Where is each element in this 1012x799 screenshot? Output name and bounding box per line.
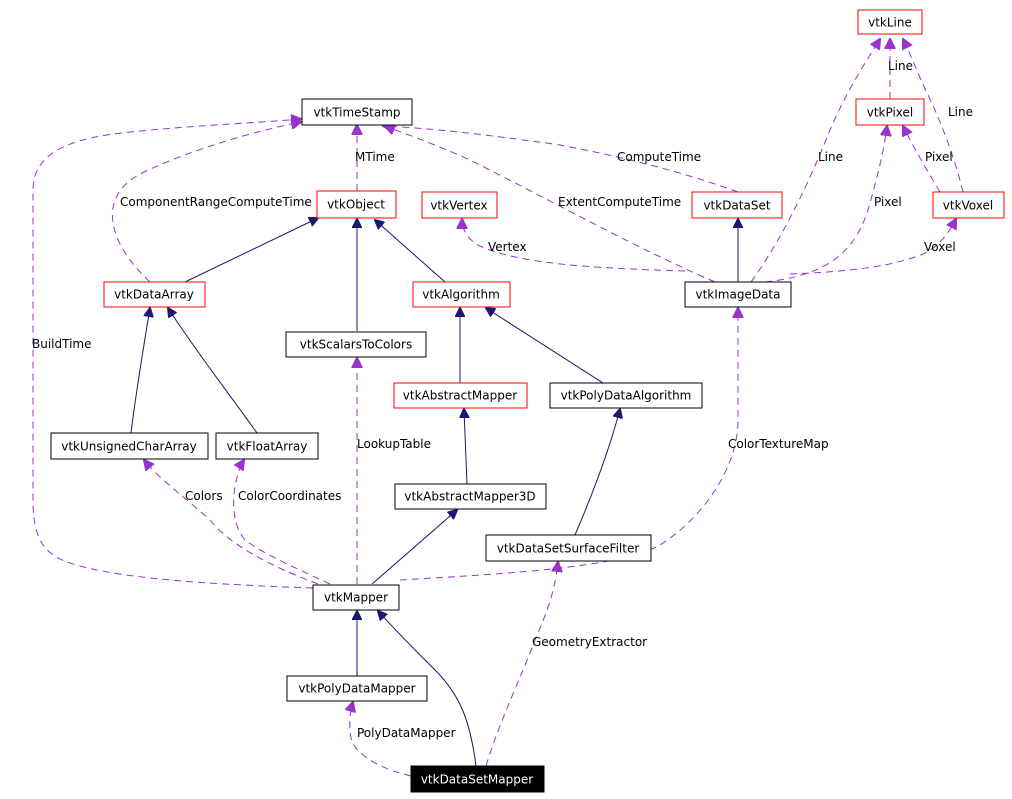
label-line-voxel: Line [948,105,973,119]
node-vtkPolyDataMapper[interactable]: vtkPolyDataMapper [286,675,428,702]
inheritance-edges [130,218,738,767]
node-label: vtkDataArray [114,288,194,302]
node-vtkLine[interactable]: vtkLine [857,9,923,35]
label-computetime: ComputeTime [617,150,701,164]
edge-buildtime [32,119,314,589]
node-label: vtkFloatArray [227,440,308,454]
node-vtkAlgorithm[interactable]: vtkAlgorithm [412,281,511,308]
label-mtime: MTime [355,150,395,164]
label-pixel-voxel: Pixel [925,150,953,164]
edge-line-imagedata [750,39,880,283]
label-buildtime: BuildTime [32,337,92,351]
edge-algorithm-object [375,220,446,283]
edge-colors [144,460,319,585]
node-vtkDataSetMapper[interactable]: vtkDataSetMapper [410,765,545,793]
label-polydatamapper: PolyDataMapper [357,726,456,740]
edge-datasetmapper-mapper [378,611,477,767]
edge-mapper-mapper3d [371,510,457,585]
node-label: vtkPolyDataAlgorithm [561,389,692,403]
edge-computetime [383,126,739,193]
edge-surfacefilter-polydataalgorithm [574,409,620,536]
label-vertex: Vertex [488,240,527,254]
node-vtkTimeStamp[interactable]: vtkTimeStamp [301,98,413,126]
node-label: vtkAbstractMapper [403,389,517,403]
label-colors: Colors [185,489,223,503]
node-label: vtkDataSet [703,199,770,213]
node-vtkObject[interactable]: vtkObject [316,190,397,219]
usage-edges [32,39,964,777]
label-geometryextractor: GeometryExtractor [532,635,647,649]
node-label: vtkPixel [867,106,914,120]
edge-line-voxel [903,39,964,193]
node-label: vtkImageData [696,288,781,302]
edge-colorcoordinates [233,460,331,585]
node-vtkUnsignedCharArray[interactable]: vtkUnsignedCharArray [50,432,209,460]
label-line-pixel: Line [888,59,913,73]
label-extent: ExtentComputeTime [558,195,681,209]
edge-pixel-voxel [903,126,941,193]
node-vtkDataArray[interactable]: vtkDataArray [103,281,206,308]
node-vtkAbstractMapper3D[interactable]: vtkAbstractMapper3D [394,483,547,510]
edge-dataarray-object [184,218,318,283]
edge-component-range [111,122,301,283]
label-colorcoordinates: ColorCoordinates [238,489,341,503]
node-vtkDataSet[interactable]: vtkDataSet [691,191,783,219]
edge-unsignedchar-dataarray [130,308,150,434]
node-label: vtkDataSetSurfaceFilter [497,542,640,556]
node-vtkPolyDataAlgorithm[interactable]: vtkPolyDataAlgorithm [549,382,703,409]
edge-labels: Line Line Line Pixel Pixel Voxel MTime C… [32,59,973,740]
class-nodes: vtkLine vtkPixel vtkVoxel vtkTimeStamp v… [50,9,1005,793]
node-label: vtkDataSetMapper [421,773,533,787]
node-label: vtkVoxel [943,199,993,213]
node-vtkImageData[interactable]: vtkImageData [684,281,792,308]
label-lookuptable: LookupTable [357,437,431,451]
node-label: vtkMapper [324,591,388,605]
edge-geometryextractor [485,562,558,767]
label-voxel-imagedata: Voxel [924,240,956,254]
label-colortexturemap: ColorTextureMap [728,437,829,451]
edge-polydataalgorithm-algorithm [486,308,604,384]
node-label: vtkLine [868,16,912,30]
node-vtkDataSetSurfaceFilter[interactable]: vtkDataSetSurfaceFilter [485,534,652,562]
label-line-imagedata: Line [818,150,843,164]
edge-polydatamapper [350,702,412,777]
edge-vertex [462,219,686,272]
edge-mapper3d-abstractmapper [464,409,467,485]
node-vtkVoxel[interactable]: vtkVoxel [932,191,1005,219]
edge-voxel-imagedata [789,219,956,275]
node-vtkAbstractMapper[interactable]: vtkAbstractMapper [393,382,528,409]
node-vtkFloatArray[interactable]: vtkFloatArray [215,432,319,460]
node-label: vtkScalarsToColors [300,338,412,352]
node-vtkScalarsToColors[interactable]: vtkScalarsToColors [285,331,427,358]
node-vtkVertex[interactable]: vtkVertex [421,191,498,219]
node-label: vtkTimeStamp [313,106,400,120]
label-pixel-imagedata: Pixel [874,195,902,209]
node-label: vtkAbstractMapper3D [404,490,535,504]
edge-pixel-imagedata [764,126,887,283]
edge-extent [385,126,716,283]
edge-floatarray-dataarray [168,308,258,434]
node-label: vtkObject [327,198,385,212]
node-label: vtkVertex [430,199,487,213]
edge-colortexturemap [399,308,738,581]
node-vtkPixel[interactable]: vtkPixel [855,98,925,126]
node-label: vtkUnsignedCharArray [61,440,197,454]
node-label: vtkPolyDataMapper [298,682,415,696]
node-vtkMapper[interactable]: vtkMapper [312,584,400,611]
label-component-range: ComponentRangeComputeTime [120,195,312,209]
node-label: vtkAlgorithm [422,288,500,302]
